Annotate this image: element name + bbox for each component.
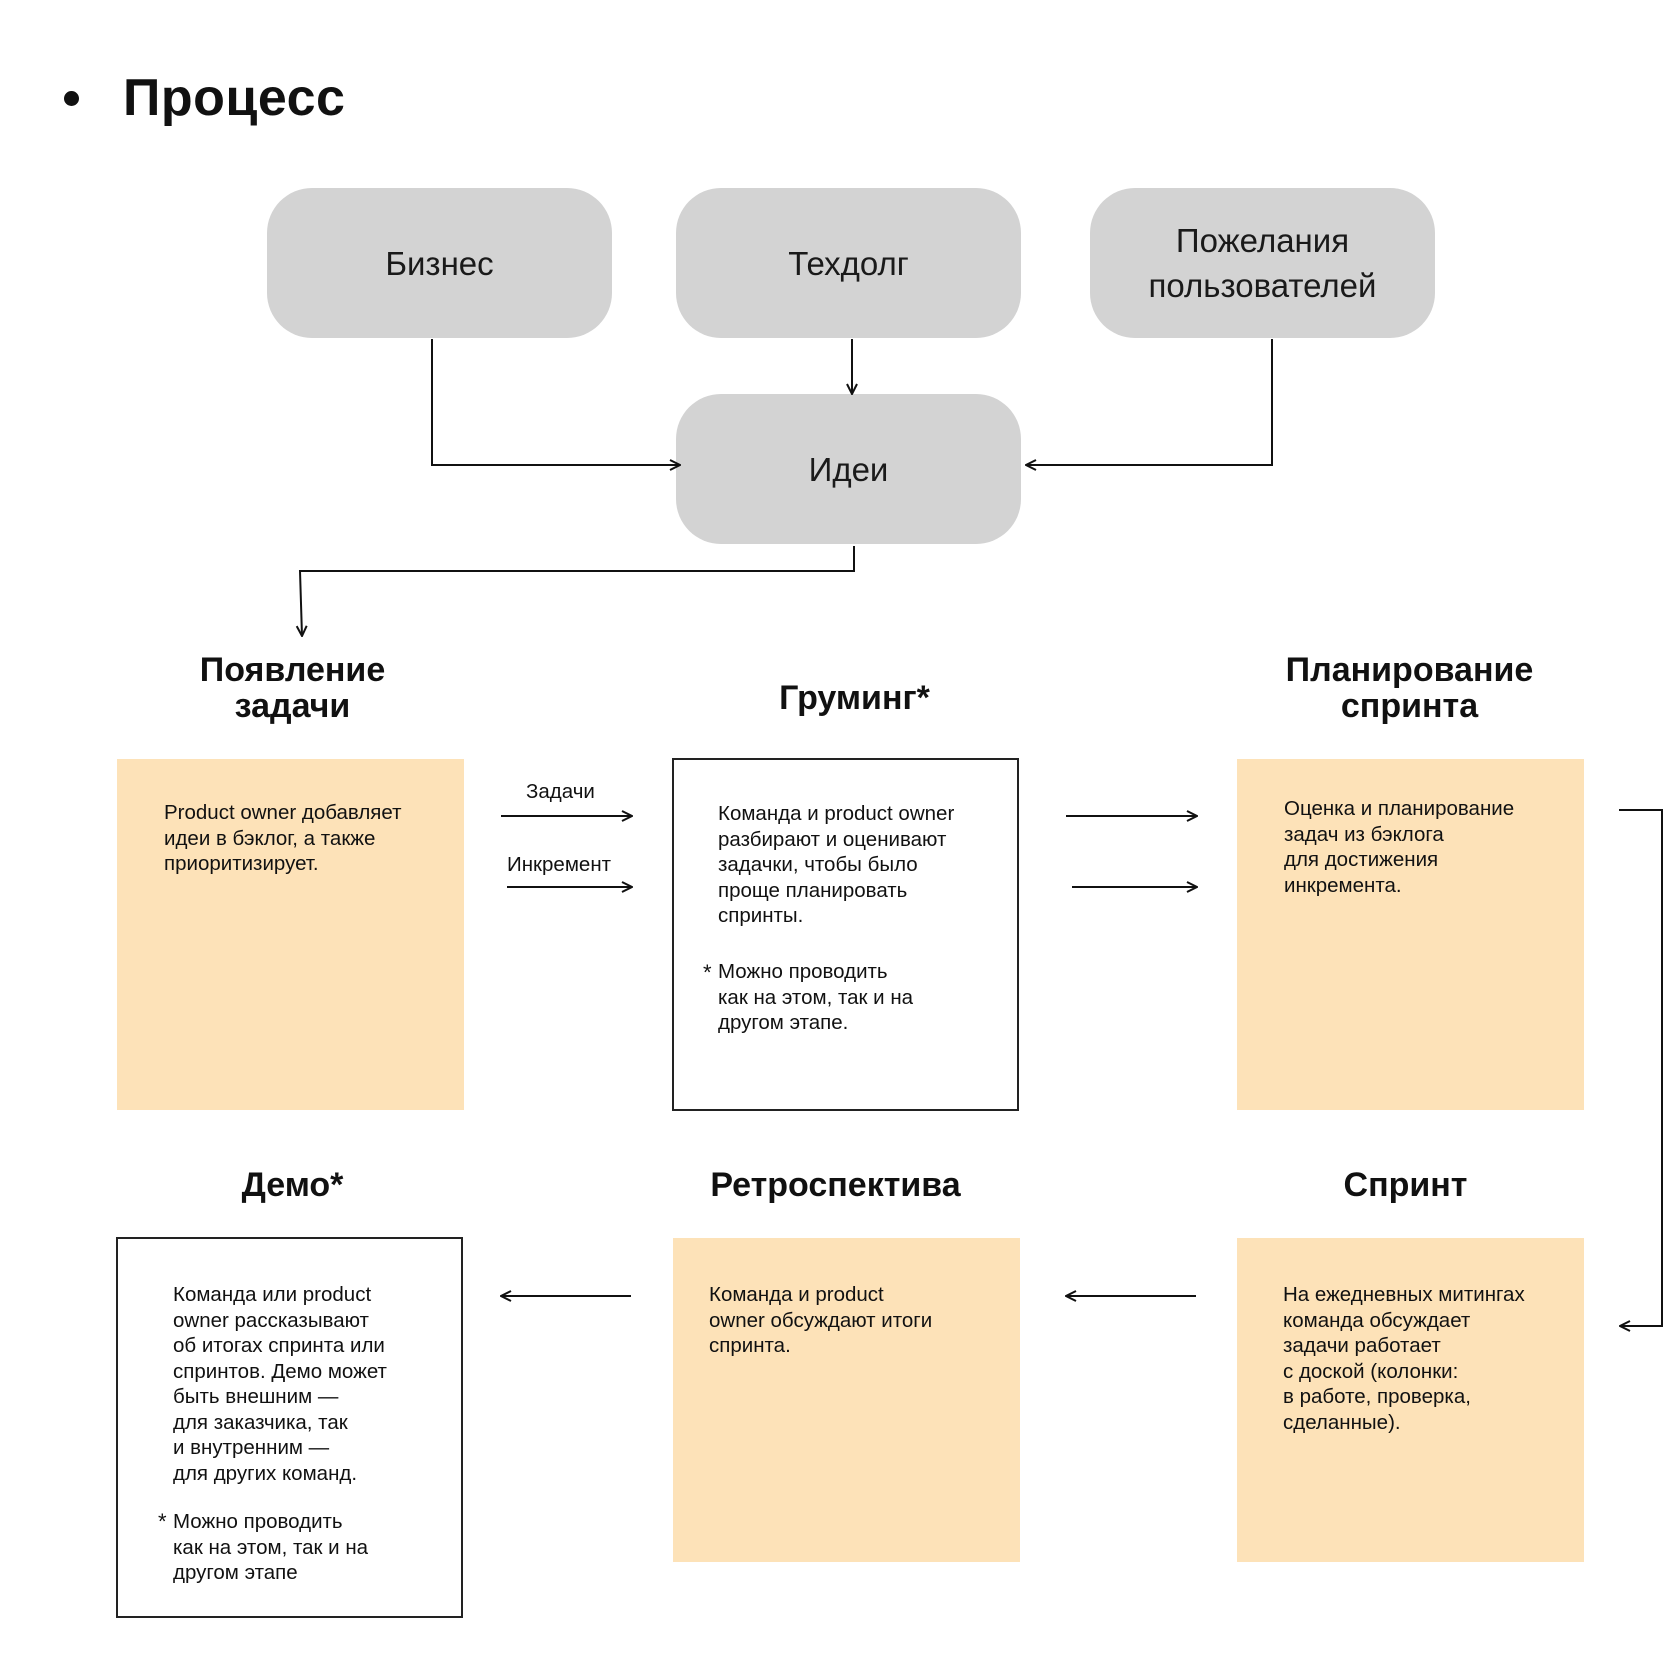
arrow-business-to-ideas [431,339,680,465]
card-sprint: На ежедневных митингах команда обсуждает… [1237,1238,1584,1562]
stage-title-grooming: Груминг* [779,679,930,717]
card-retro-text: Команда и product owner обсуждают итоги … [709,1283,933,1357]
flow-label-increment: Инкремент [507,853,612,876]
arrow-planning-to-sprint [1619,809,1663,1326]
ideas-label: Идеи [808,450,889,488]
stage-title-sprint: Спринт [1343,1166,1468,1204]
bullet-icon [64,90,79,106]
page-title: Процесс [123,69,346,127]
source-business-label: Бизнес [385,244,494,282]
card-demo-text: Команда или product owner рассказывают о… [173,1283,387,1485]
demo-note: Можно проводить как на этом, так и на др… [173,1510,369,1584]
source-user-wishes-label: Пожелания пользователей [1148,222,1377,304]
card-retro: Команда и product owner обсуждают итоги … [673,1238,1020,1562]
source-techdebt-label: Техдолг [788,244,909,282]
arrow-wishes-to-ideas [1026,339,1273,465]
card-sprint-text: На ежедневных митингах команда обсуждает… [1283,1283,1525,1434]
card-demo: Команда или product owner рассказывают о… [116,1237,463,1618]
card-planning-text: Оценка и планирование задач из бэклога д… [1284,797,1515,897]
card-task-text: Product owner добавляет идеи в бэклог, а… [164,801,402,875]
source-techdebt: Техдолг [676,188,1021,338]
arrow-ideas-to-task [300,546,855,636]
stage-title-task: Появление задачи [199,651,386,725]
card-grooming: Команда и product owner разбирают и оцен… [672,758,1019,1111]
stage-title-planning: Планирование спринта [1285,651,1534,725]
page-heading: Процесс [64,68,345,128]
grooming-note-mark: * [703,960,712,985]
card-planning: Оценка и планирование задач из бэклога д… [1237,759,1584,1110]
grooming-note: Можно проводить как на этом, так и на др… [718,960,914,1034]
flow-label-tasks: Задачи [526,780,595,803]
card-grooming-text: Команда и product owner разбирают и оцен… [718,802,955,927]
stage-title-demo: Демо* [241,1166,344,1204]
card-task: Product owner добавляет идеи в бэклог, а… [117,759,464,1110]
source-business: Бизнес [267,188,612,338]
stage-title-retro: Ретроспектива [710,1166,961,1204]
ideas-node: Идеи [676,394,1021,544]
demo-note-mark: * [158,1509,167,1534]
source-user-wishes: Пожелания пользователей [1090,188,1435,338]
